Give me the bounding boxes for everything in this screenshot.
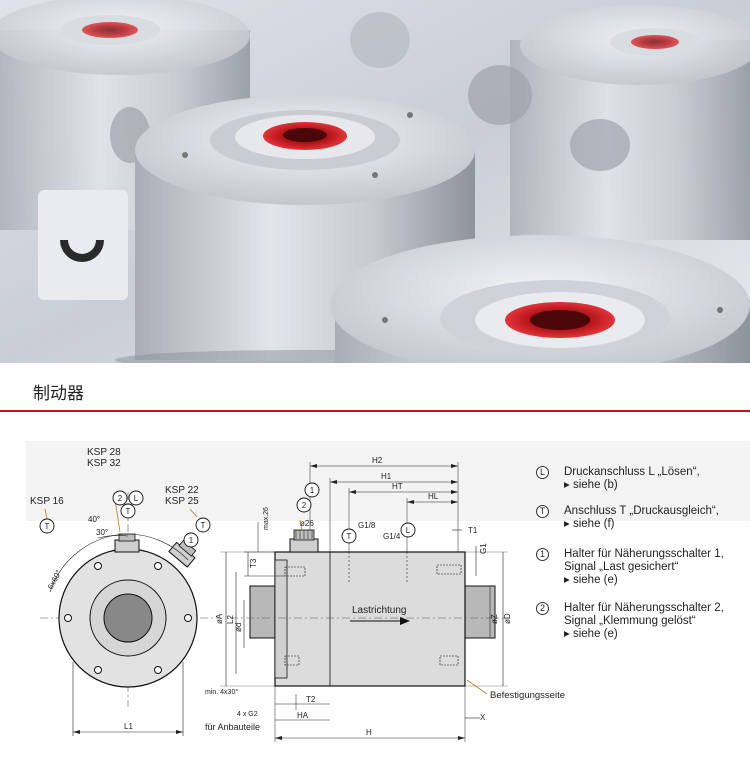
- legend-text: Halter für Näherungsschalter 2,: [564, 602, 724, 614]
- dim-max26: max.26: [263, 507, 270, 530]
- dim-t1: T1: [468, 526, 478, 535]
- dim-ht: HT: [392, 482, 403, 491]
- label-lastrichtung: Lastrichtung: [352, 605, 406, 616]
- symbol-t-side: T: [347, 532, 352, 541]
- legend-text: Anschluss T „Druckausgleich“,: [564, 505, 719, 517]
- legend-ref: ▸ siehe (b): [564, 479, 618, 491]
- symbol-2-top: 2: [118, 494, 123, 503]
- symbol-t-left: T: [45, 522, 50, 531]
- dim-h: H: [366, 728, 372, 737]
- dim-h1: H1: [381, 472, 392, 481]
- legend-text: Halter für Näherungsschalter 1,: [564, 548, 724, 560]
- legend-ref: ▸ siehe (f): [564, 518, 615, 530]
- front-view: KSP 28 KSP 32 KSP 22 KSP 25 KSP 16 T 2 L…: [30, 447, 220, 736]
- symbol-1-side: 1: [310, 486, 315, 495]
- dim-oD: øD: [503, 613, 512, 624]
- technical-drawing: KSP 28 KSP 32 KSP 22 KSP 25 KSP 16 T 2 L…: [30, 447, 565, 742]
- dim-oa: øA: [215, 613, 224, 624]
- dim-g1-4: G1/4: [383, 532, 401, 541]
- legend-ref: ▸ siehe (e): [564, 628, 618, 640]
- dim-hl: HL: [428, 492, 439, 501]
- symbol-l-top: L: [134, 494, 139, 503]
- symbol-l-side: L: [406, 526, 411, 535]
- accent-divider: [0, 410, 750, 412]
- label-angle-30: 30°: [96, 528, 108, 537]
- side-view: 1 2 T L H2 H1 HT HL T1 G1/8 G1/4 G1 ø26 …: [205, 456, 565, 742]
- label-fuer-anbauteile: für Anbauteile: [205, 722, 260, 732]
- dim-min4x30: min. 4x30°: [205, 688, 238, 696]
- label-l1: L1: [124, 722, 133, 731]
- legend-text-2: Signal „Last gesichert“: [564, 561, 679, 573]
- dim-4xg2: 4 x G2: [237, 711, 258, 718]
- legend-symbol-l: L: [536, 466, 549, 479]
- label-befestigungsseite: Befestigungsseite: [490, 690, 565, 701]
- label-ksp32: KSP 32: [87, 458, 121, 469]
- symbol-1-right: 1: [189, 536, 194, 545]
- section-title: 制动器: [33, 384, 84, 404]
- dim-h2: H2: [372, 456, 383, 465]
- dim-l2: L2: [226, 615, 235, 624]
- legend-text: Druckanschluss L „Lösen“,: [564, 466, 700, 478]
- legend-symbol-2: 2: [536, 602, 549, 615]
- section-header: 制动器: [0, 363, 750, 415]
- dim-o26: ø26: [300, 519, 314, 528]
- legend-ref: ▸ siehe (e): [564, 574, 618, 586]
- label-angle-40: 40°: [88, 515, 100, 524]
- symbol-2-side: 2: [302, 501, 307, 510]
- dim-od: ød: [234, 623, 243, 632]
- label-ksp22: KSP 22: [165, 485, 199, 496]
- legend-text-2: Signal „Klemmung gelöst“: [564, 615, 696, 627]
- symbol-t-right: T: [201, 521, 206, 530]
- dim-t2: T2: [306, 695, 316, 704]
- label-ksp28: KSP 28: [87, 447, 121, 458]
- label-ksp25: KSP 25: [165, 496, 199, 507]
- dim-g1: G1: [479, 543, 488, 554]
- drawing-background: [26, 441, 750, 521]
- dim-x: X: [480, 713, 486, 722]
- legend-symbol-1: 1: [536, 548, 549, 561]
- label-angle-6x60: 6x60°: [46, 569, 64, 591]
- dim-g1-8: G1/8: [358, 521, 376, 530]
- dim-ha: HA: [297, 711, 309, 720]
- legend-symbol-t: T: [536, 505, 549, 518]
- label-ksp16: KSP 16: [30, 496, 64, 507]
- dim-t3: T3: [249, 558, 258, 568]
- symbol-t-top: T: [126, 507, 131, 516]
- dim-oz: øZ: [490, 614, 499, 624]
- product-photo: [0, 0, 750, 363]
